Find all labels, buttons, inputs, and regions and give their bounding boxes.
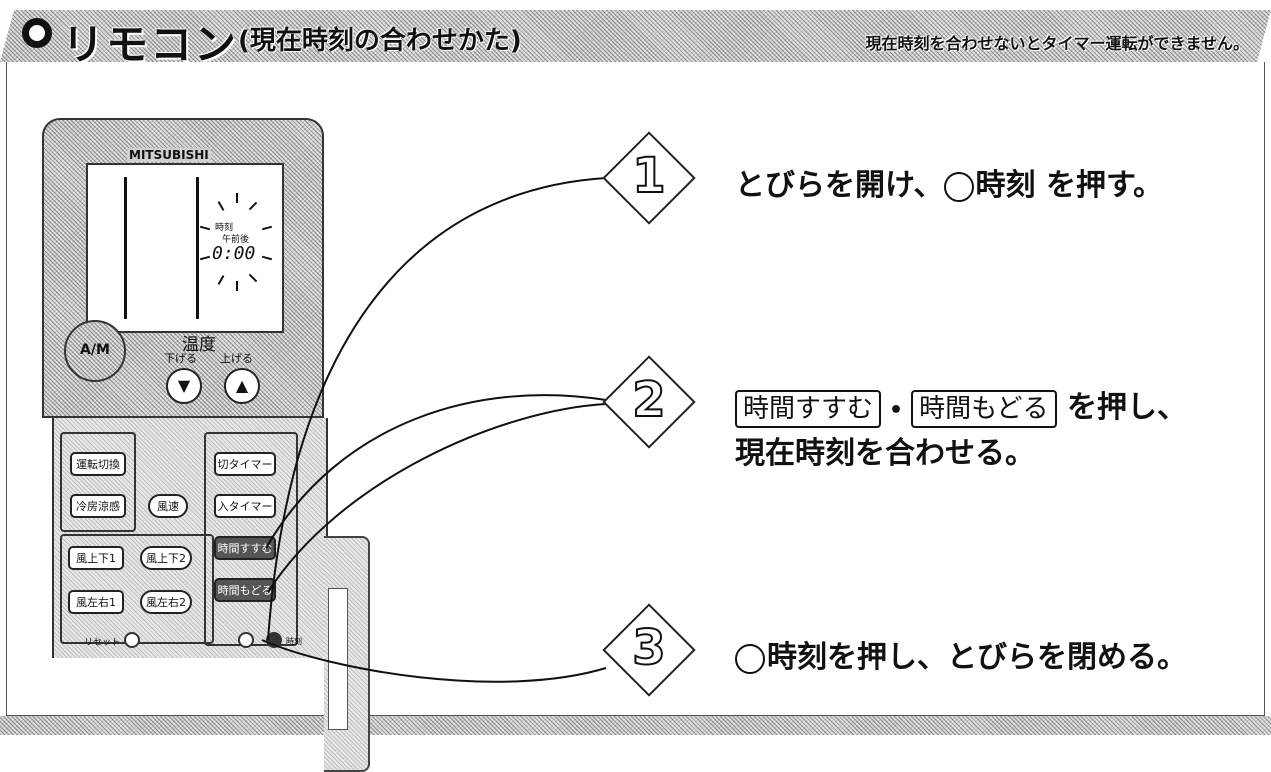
- temperature-label: 温度: [182, 335, 216, 355]
- temp-up-label: 上げる: [220, 352, 253, 365]
- separator-dot: •: [889, 398, 904, 423]
- fan-speed-button[interactable]: 風速: [148, 494, 188, 518]
- header-note: 現在時刻を合わせないとタイマー運転ができません。: [865, 34, 1249, 53]
- temp-up-button[interactable]: ▲: [224, 368, 260, 404]
- reset-label: リセット: [84, 638, 121, 648]
- auto-button[interactable]: A/M: [64, 320, 126, 382]
- on-timer-button[interactable]: 入タイマー: [214, 494, 276, 518]
- clock-button-label: 時刻: [286, 637, 302, 646]
- vane-ud2-button[interactable]: 風上下2: [140, 546, 192, 570]
- remote-door: [324, 536, 370, 772]
- lcd-clock-label: 時刻: [215, 223, 234, 233]
- mode-button-group: 運転切換 冷房涼感: [60, 432, 136, 532]
- step1-text-before: とびらを開け、: [735, 168, 944, 203]
- remote-upper-body: MITSUBISHI 時刻 午前後 0:00 温度 下げる 上げる A/M ▼ …: [42, 118, 324, 418]
- page-title: リモコン: [62, 20, 239, 69]
- connector-step2b: [267, 403, 607, 593]
- connector-lines: [261, 177, 607, 683]
- mode-button[interactable]: 運転切換: [70, 452, 126, 476]
- vane-lr2-button[interactable]: 風左右2: [140, 590, 192, 614]
- step1-text-after: 時刻 を押す。: [975, 168, 1163, 203]
- vane-lr1-button[interactable]: 風左右1: [68, 590, 124, 614]
- lcd-ampm-label: 午前後: [222, 235, 250, 245]
- vane-button-group: 風上下1 風上下2 風左右1 風左右2: [60, 534, 214, 644]
- remote-lower-body: 運転切換 冷房涼感 風速 風上下1 風上下2 風左右1 風左右2 切タイマー 入…: [52, 418, 328, 658]
- time-forward-key: 時間すすむ: [735, 390, 882, 428]
- step3-text: 時刻を押し、とびらを閉める。: [735, 632, 1187, 676]
- step1-text: とびらを開け、時刻 を押す。: [735, 160, 1163, 204]
- lcd-divider: [124, 177, 127, 319]
- footer-band: [0, 716, 1271, 735]
- step3-text-after: 時刻を押し、とびらを閉める。: [767, 640, 1187, 675]
- temp-down-label: 下げる: [164, 352, 197, 365]
- reset-button[interactable]: [124, 632, 140, 648]
- connector-step1: [267, 177, 607, 641]
- lcd-divider: [196, 177, 199, 319]
- header-band: [0, 10, 1271, 62]
- step2-number: 2: [631, 371, 666, 429]
- clock-circle-icon: [943, 171, 974, 202]
- step3-number: 3: [631, 619, 666, 677]
- time-forward-button[interactable]: 時間すすむ: [214, 536, 276, 560]
- remote-control: MITSUBISHI 時刻 午前後 0:00 温度 下げる 上げる A/M ▼ …: [42, 118, 370, 772]
- clock-circle-icon: [735, 643, 765, 674]
- timer-button-group: 切タイマー 入タイマー 時間すすむ 時間もどる: [204, 432, 298, 646]
- vane-ud1-button[interactable]: 風上下1: [68, 546, 124, 570]
- door-inner: [328, 588, 348, 730]
- brand-logo: MITSUBISHI: [127, 148, 211, 162]
- auto-button-label: A/M: [80, 342, 110, 358]
- connector-step2a: [265, 394, 607, 549]
- circle-bullet-icon: [22, 18, 52, 48]
- lcd-time: 0:00: [212, 243, 256, 264]
- time-back-button[interactable]: 時間もどる: [214, 578, 276, 602]
- off-timer-button[interactable]: 切タイマー: [214, 452, 276, 476]
- small-button[interactable]: [238, 632, 254, 648]
- content-panel: [6, 62, 1265, 716]
- step2-text-after: を押し、: [1067, 390, 1188, 425]
- step2-text-line2: 現在時刻を合わせる。: [735, 436, 1035, 471]
- page-subtitle: (現在時刻の合わせかた): [238, 26, 522, 56]
- step2-text-line1: 時間すすむ • 時間もどる を押し、: [735, 382, 1187, 428]
- header: リモコン (現在時刻の合わせかた) 現在時刻を合わせないとタイマー運転ができませ…: [0, 0, 1271, 69]
- lcd-display: 時刻 午前後 0:00: [86, 163, 284, 333]
- temp-down-button[interactable]: ▼: [166, 368, 202, 404]
- cool-button[interactable]: 冷房涼感: [70, 494, 126, 518]
- step1-number: 1: [631, 147, 666, 205]
- time-back-key: 時間もどる: [911, 390, 1057, 428]
- connector-step3: [261, 639, 607, 683]
